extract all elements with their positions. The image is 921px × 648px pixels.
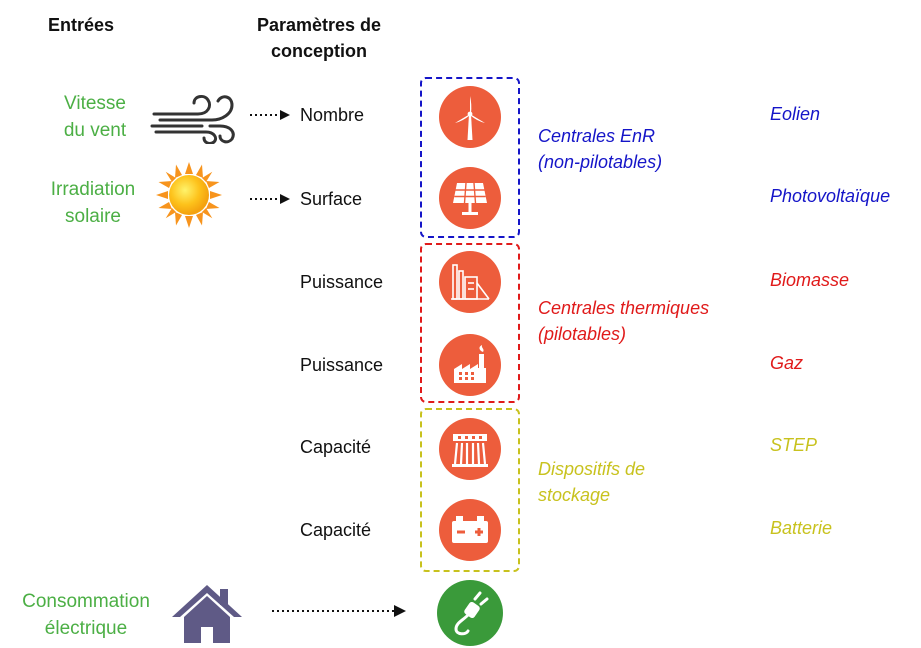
factory-icon: [454, 345, 486, 383]
wind-turbine-circle: [439, 86, 501, 148]
header-design-params-line1: Paramètres de: [256, 15, 382, 35]
arrow-wind-to-number: [250, 107, 290, 127]
group-label-renewable: Centrales EnR (non-pilotables): [538, 123, 662, 175]
group-label-storage: Dispositifs de stockage: [538, 456, 645, 508]
factory-circle: [439, 334, 501, 396]
param-number: Nombre: [300, 105, 365, 125]
input-solar-irradiation-line1: Irradiation: [50, 179, 136, 200]
param-battery-capacity: Capacité: [300, 520, 372, 540]
plug-icon: [454, 591, 489, 636]
header-design-params-line2: conception: [270, 41, 367, 61]
group-box-storage: [420, 408, 520, 572]
battery-icon: [452, 516, 488, 543]
input-wind-speed: Vitesse du vent: [40, 90, 150, 144]
group-label-storage-line2: stockage: [538, 485, 611, 505]
group-label-renewable-line1: Centrales EnR: [538, 126, 656, 146]
input-solar-irradiation: Irradiation solaire: [28, 176, 158, 230]
sun-icon: [156, 162, 222, 233]
header-inputs: Entrées: [48, 15, 115, 35]
input-wind-speed-line2: du vent: [63, 120, 127, 141]
arrow-solar-to-surface: [250, 191, 290, 211]
param-biomass-power: Puissance: [300, 272, 384, 292]
group-label-storage-line1: Dispositifs de: [538, 459, 646, 479]
wind-turbine-icon: [455, 96, 485, 140]
arrow-consumption-to-plug: [272, 603, 406, 623]
input-solar-irradiation-line2: solaire: [65, 206, 121, 227]
group-label-thermal-line1: Centrales thermiques: [538, 298, 710, 318]
group-label-thermal: Centrales thermiques (pilotables): [538, 295, 709, 347]
solar-panel-icon: [453, 182, 487, 215]
dam-icon: [452, 434, 488, 467]
param-surface: Surface: [300, 189, 363, 209]
biomass-plant-circle: [439, 251, 501, 313]
solar-panel-circle: [439, 167, 501, 229]
plug-circle: [437, 580, 503, 646]
input-electric-consumption-line2: électrique: [44, 618, 128, 639]
source-step: STEP: [770, 435, 818, 455]
wind-icon: [150, 92, 242, 149]
header-design-params: Paramètres de conception: [244, 12, 394, 64]
group-label-renewable-line2: (non-pilotables): [538, 152, 663, 172]
dam-circle: [439, 418, 501, 480]
param-gas-power: Puissance: [300, 355, 384, 375]
input-electric-consumption: Consommation électrique: [6, 588, 166, 642]
battery-circle: [439, 499, 501, 561]
group-box-thermal: [420, 243, 520, 403]
input-electric-consumption-line1: Consommation: [22, 591, 150, 612]
source-biomass: Biomasse: [770, 270, 850, 290]
param-step-capacity: Capacité: [300, 437, 372, 457]
source-wind: Eolien: [770, 104, 821, 124]
biomass-plant-icon: [451, 264, 490, 300]
source-gas: Gaz: [770, 353, 804, 373]
group-label-thermal-line2: (pilotables): [538, 324, 627, 344]
house-icon: [170, 581, 244, 648]
group-box-renewable: [420, 77, 520, 238]
source-pv: Photovoltaïque: [770, 186, 891, 206]
input-wind-speed-line1: Vitesse: [64, 93, 126, 114]
source-battery: Batterie: [770, 518, 833, 538]
